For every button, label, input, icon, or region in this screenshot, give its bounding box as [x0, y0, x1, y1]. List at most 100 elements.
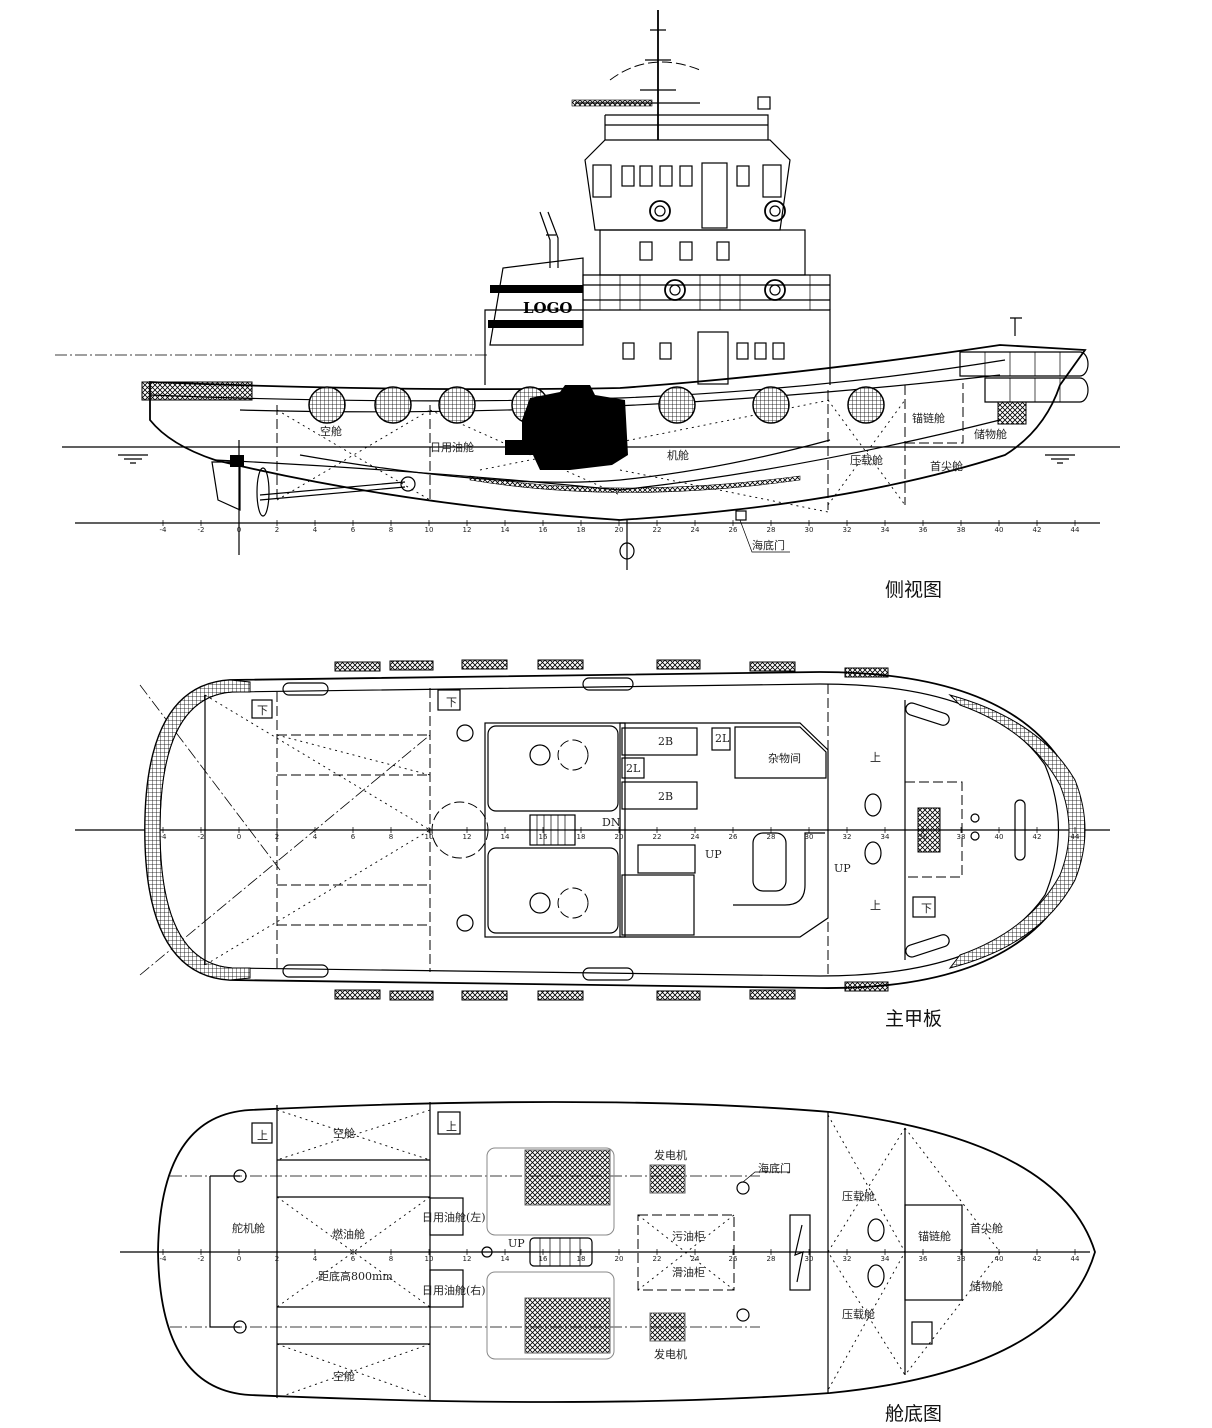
label-lube-tank: 滑油柜: [672, 1265, 705, 1279]
frame-number-label: 36: [919, 833, 928, 841]
frame-number-label: 42: [1033, 1255, 1042, 1263]
windlass-area: [904, 781, 963, 878]
stern-tube: [400, 476, 416, 492]
frame-number-label: 2: [275, 526, 279, 534]
frame-number-label: 44: [1071, 1255, 1080, 1263]
frame-number-label: 40: [995, 833, 1004, 841]
frame-number-label: 2: [275, 1255, 279, 1263]
generator-stbd-icon: [649, 1312, 686, 1342]
ladder-sign-1: [251, 699, 273, 719]
label-up-stair: UP: [705, 848, 722, 861]
engine-casing: [484, 722, 626, 938]
bottom-hull-outline: [157, 1101, 1096, 1403]
main-engine-port-icon: [524, 1149, 611, 1206]
frame-number-label: -4: [160, 526, 168, 534]
label-store-bottom: 储物舱: [970, 1279, 1003, 1293]
frame-number-label: 2: [275, 833, 279, 841]
frame-number-label: 34: [881, 833, 890, 841]
frame-number-label: 38: [957, 526, 966, 534]
frame-number-label: 12: [463, 1255, 472, 1263]
exhaust-trunks: [529, 739, 589, 919]
frame-number-label: 20: [615, 526, 624, 534]
frame-number-label: 0: [237, 1255, 241, 1263]
bow-mast: [1010, 317, 1022, 336]
bollards: [282, 677, 950, 981]
frame-number-label: 20: [615, 833, 624, 841]
label-chain-locker-bottom: 锚链舱: [918, 1229, 951, 1243]
frame-number-label: -4: [160, 833, 168, 841]
engine-bed-port: [486, 1147, 615, 1236]
stair-treads: [539, 1238, 581, 1266]
bow-cylinder-fenders: [959, 351, 1089, 403]
label-up-sign-1: 上: [257, 1129, 268, 1142]
label-sludge-tank: 污油柜: [672, 1229, 705, 1243]
label-cabin-2b-top: 2B: [658, 735, 673, 748]
frame-number-label: 24: [691, 833, 700, 841]
bilge-line: [299, 439, 831, 483]
frame-number-label: 0: [237, 833, 241, 841]
waterline-symbol-aft: [118, 454, 148, 464]
label-up-bottom: UP: [508, 1237, 525, 1250]
railing-stanchions: [599, 275, 811, 310]
frame-number-label: 18: [577, 1255, 586, 1263]
frame-number-label: 44: [1071, 526, 1080, 534]
frame-number-label: 30: [805, 1255, 814, 1263]
frame-number-label: 24: [691, 526, 700, 534]
deckhouse-door: [697, 331, 729, 385]
label-store: 储物舱: [974, 427, 1007, 441]
radar-antenna: [571, 99, 653, 107]
label-steering-room: 舵机舱: [232, 1221, 265, 1235]
label-void-top: 空舱: [333, 1126, 355, 1140]
funnel-band-top: [490, 285, 583, 293]
frame-number-label: 12: [463, 526, 472, 534]
frame-number-label: 22: [653, 1255, 662, 1263]
propeller-icon: [256, 467, 270, 517]
label-daily-oil-tank: 日用油舱: [430, 440, 474, 454]
label-sea-chest-bottom: 海底门: [758, 1161, 791, 1175]
daily-tank-port: [429, 1197, 464, 1236]
rudder-stock-stbd: [233, 1320, 247, 1334]
label-storeroom: 杂物间: [768, 751, 801, 765]
label-down-1: 下: [257, 704, 268, 717]
frame-number-label: 38: [957, 833, 966, 841]
ladder-sign-b1: [251, 1122, 273, 1144]
frame-number-label: 20: [615, 1255, 624, 1263]
frame-number-label: 36: [919, 1255, 928, 1263]
frame-number-label: 42: [1033, 526, 1042, 534]
frame-number-label: 24: [691, 1255, 700, 1263]
radar-swing-arc: [609, 61, 701, 81]
sea-chest-stbd: [736, 1308, 750, 1322]
wheelhouse-windows: [592, 162, 782, 229]
construction-lines: [139, 684, 431, 976]
frame-number-label: 34: [881, 1255, 890, 1263]
midship-symbol: [619, 542, 635, 560]
waterline-symbol-fwd: [1045, 454, 1075, 464]
windlass-icon: [917, 807, 941, 853]
frame-number-label: 26: [729, 833, 738, 841]
mess-table: [752, 832, 787, 892]
frame-number-label: 8: [389, 526, 393, 534]
frame-number-label: 28: [767, 833, 776, 841]
engine-hatch-port: [487, 725, 619, 812]
frame-number-label: 40: [995, 1255, 1004, 1263]
stern-fender-band: [144, 679, 251, 981]
frame-number-label: 14: [501, 833, 510, 841]
frame-number-label: 12: [463, 833, 472, 841]
tank-diagonals-mid: [637, 1214, 735, 1291]
storeroom: [734, 726, 827, 779]
cabin-2l-upper: [711, 727, 731, 751]
chain-locker-box: [904, 1204, 963, 1301]
ladder-sign-2: [437, 689, 461, 711]
label-chain-locker: 锚链舱: [912, 411, 945, 425]
life-rings: [649, 200, 786, 301]
label-ballast-tank: 压载舱: [850, 453, 883, 467]
funnel-band-bottom: [488, 320, 583, 328]
main-engine-stbd-icon: [524, 1297, 611, 1354]
frame-number-label: -4: [160, 1255, 168, 1263]
frame-number-label: 6: [351, 833, 356, 841]
frame-number-label: 16: [539, 526, 548, 534]
frame-number-label: 4: [313, 1255, 318, 1263]
deckhouse: [484, 309, 831, 385]
